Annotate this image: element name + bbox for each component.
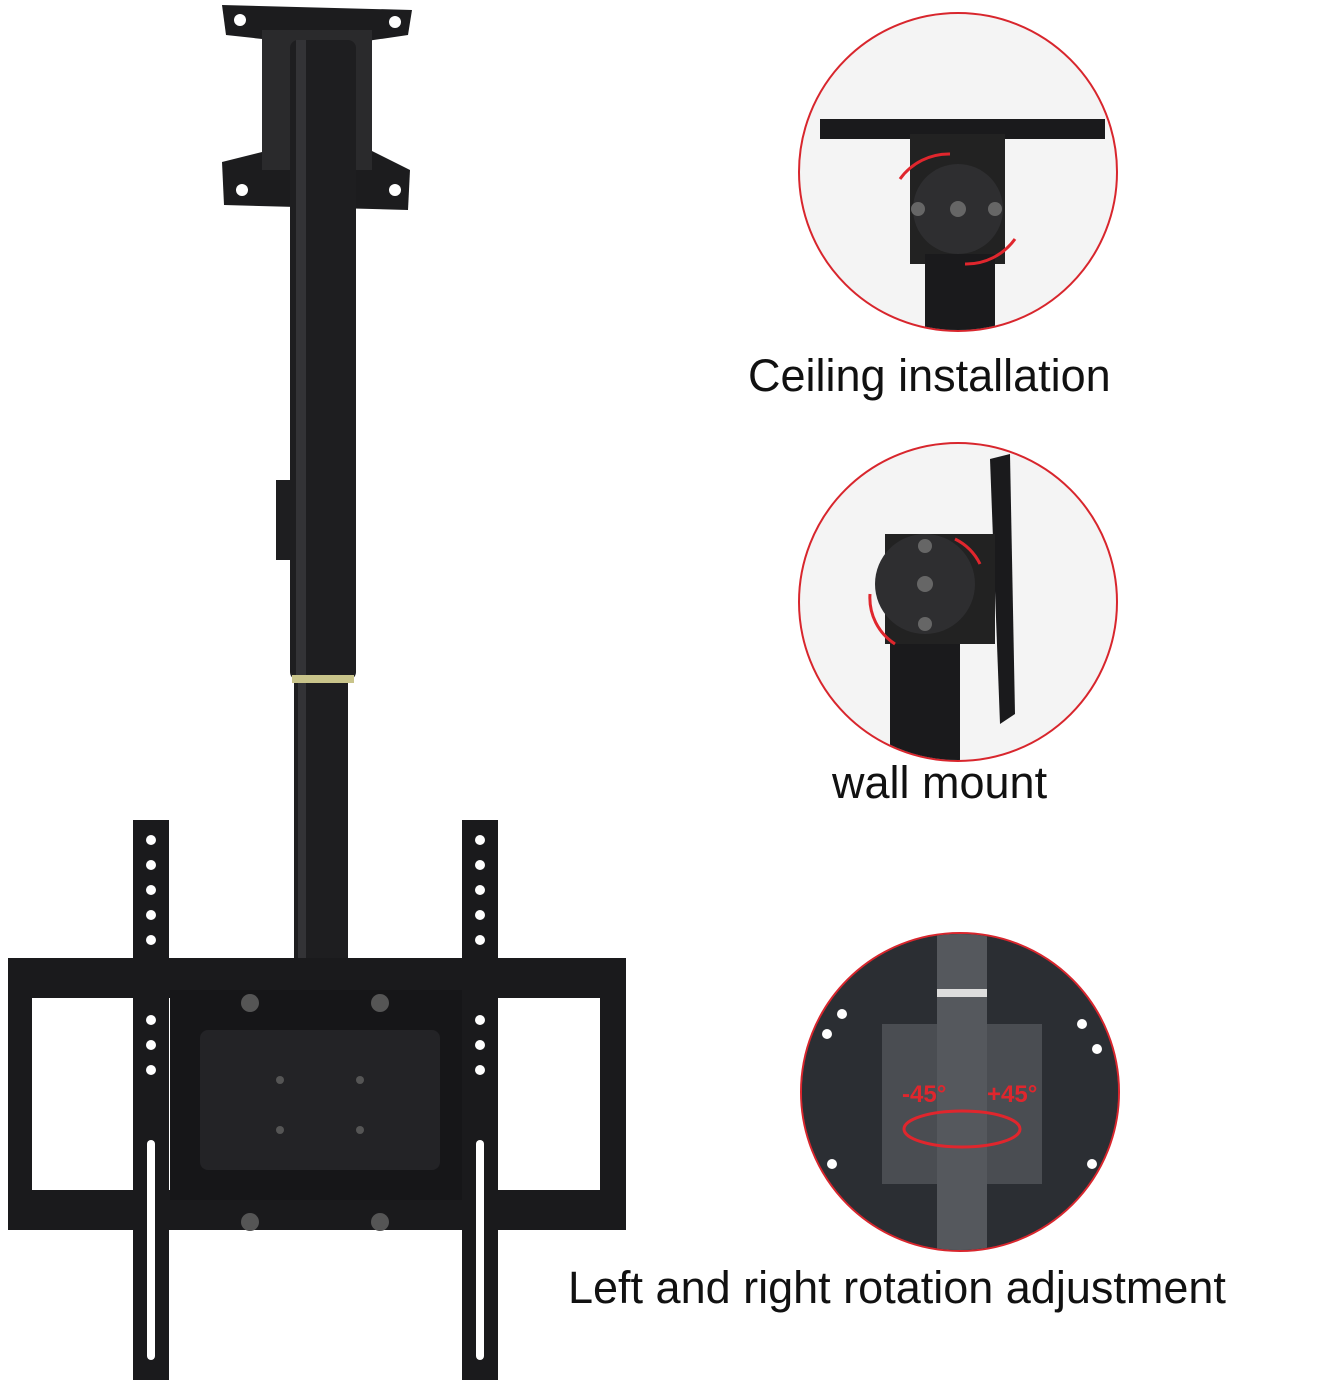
rotation-adjustment-caption: Left and right rotation adjustment [568,1262,1226,1313]
wall-joint-image [868,454,1015,760]
ceiling-installation-caption: Ceiling installation [748,350,1111,401]
ceiling-installation-detail [798,12,1118,332]
rotation-joint-image: -45° +45° [802,934,1118,1250]
rotation-adjustment-detail: -45° +45° [800,932,1120,1252]
ceiling-tv-mount-image [8,5,626,1380]
wall-mount-detail [798,442,1118,762]
left-angle-label: -45° [902,1081,946,1108]
wall-mount-caption: wall mount [832,757,1048,808]
right-angle-label: +45° [987,1081,1037,1108]
ceiling-joint-image [820,119,1105,330]
